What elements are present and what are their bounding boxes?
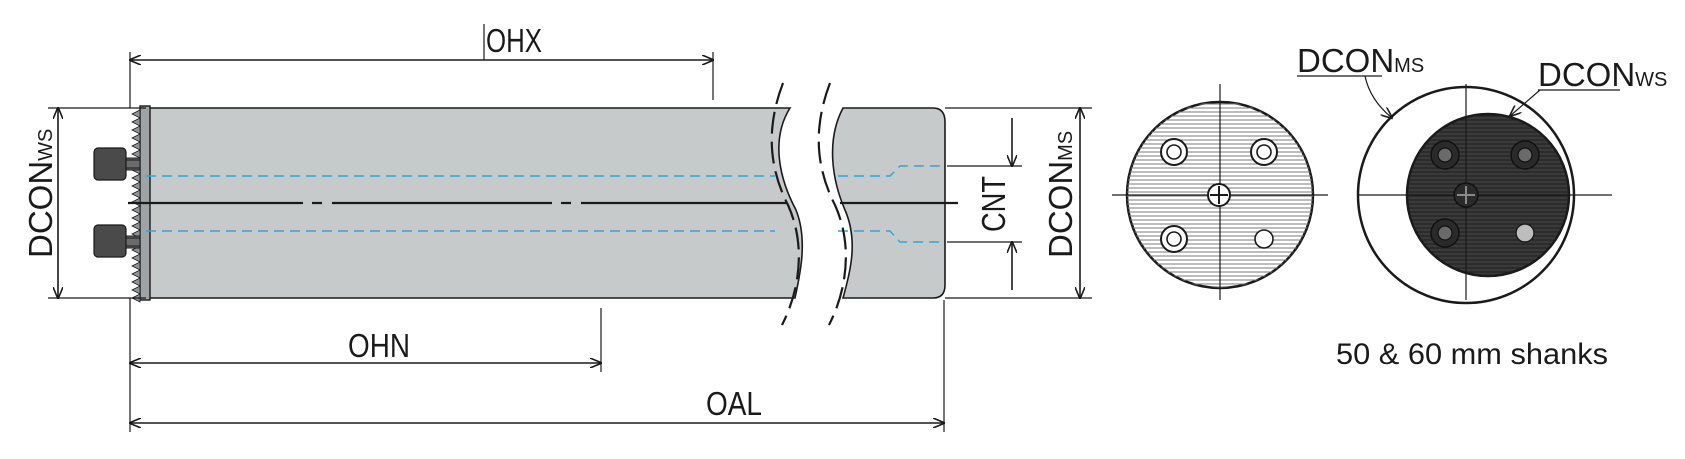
bolt-hole-bottom-left <box>1160 225 1188 253</box>
serration-tooth <box>131 221 141 231</box>
clamp-screw-top <box>93 147 141 181</box>
dcon-ms-side-main: DCON <box>1042 161 1079 258</box>
dcon-ms-dimension: DCONMS <box>945 108 1092 298</box>
serration-tooth <box>131 173 141 183</box>
ohn-dimension: OHN <box>130 298 601 372</box>
cnt-label: CNT <box>975 176 1012 232</box>
serration-tooth <box>131 261 141 271</box>
serration-tooth <box>131 269 141 279</box>
center-screw-left <box>1207 183 1231 207</box>
ohx-dimension: OHX <box>130 22 713 108</box>
dark-bolt-bottom-left <box>1430 218 1460 248</box>
serration-tooth <box>131 213 141 223</box>
end-view-right <box>1356 84 1612 305</box>
end-view-left <box>1112 84 1328 300</box>
dcon-ws-side-label: DCONWS <box>22 129 59 258</box>
serration-tooth <box>131 205 141 215</box>
dcon-ms-end-main: DCON <box>1297 42 1394 79</box>
coolant-hole-left <box>1254 229 1274 249</box>
dcon-ws-side-sub: WS <box>35 129 57 161</box>
ohn-label: OHN <box>348 327 410 364</box>
serration-tooth <box>131 285 141 295</box>
cnt-dimension: CNT <box>947 118 1022 290</box>
serration-tooth <box>131 133 141 143</box>
serration-tooth <box>131 181 141 191</box>
serration-tooth <box>131 117 141 127</box>
serration-tooth <box>131 189 141 199</box>
oal-label: OAL <box>706 385 762 422</box>
serration-tooth <box>131 141 141 151</box>
dark-bolt-top-left <box>1430 140 1460 170</box>
serration-tooth <box>131 125 141 135</box>
dcon-ws-end-main: DCON <box>1538 56 1635 93</box>
side-view: OHX OHN OAL DCONWS DCONMS <box>22 22 1092 432</box>
serration-tooth <box>131 277 141 287</box>
center-screw-right <box>1453 182 1479 208</box>
dcon-ms-end-label: DCONMS <box>1297 42 1424 79</box>
clamp-screw-bottom <box>93 224 141 258</box>
dark-bolt-top-right <box>1510 140 1540 170</box>
ohx-label: OHX <box>486 22 542 59</box>
serrated-face <box>131 109 141 303</box>
end-view-labels: DCONMS DCONWS 50 & 60 mm shanks <box>1297 42 1667 371</box>
shank-size-caption: 50 & 60 mm shanks <box>1336 338 1608 371</box>
dcon-ms-end-sub: MS <box>1394 55 1424 77</box>
serration-tooth <box>131 149 141 159</box>
serration-tooth <box>131 109 141 119</box>
dcon-ws-side-main: DCON <box>22 161 59 258</box>
coolant-hole-right <box>1515 223 1535 243</box>
serration-tooth <box>131 253 141 263</box>
dcon-ws-end-label: DCONWS <box>1538 56 1667 93</box>
bolt-hole-top-right <box>1250 138 1278 166</box>
oal-dimension: OAL <box>130 300 944 432</box>
hidden-coolant-lines <box>146 165 943 243</box>
dcon-ws-dimension: DCONWS <box>22 108 146 298</box>
bolt-hole-top-left <box>1160 138 1188 166</box>
dcon-ws-end-sub: WS <box>1635 69 1667 91</box>
dcon-ms-side-label: DCONMS <box>1042 131 1079 258</box>
dcon-ms-side-sub: MS <box>1055 131 1077 161</box>
break-marks <box>770 82 847 326</box>
